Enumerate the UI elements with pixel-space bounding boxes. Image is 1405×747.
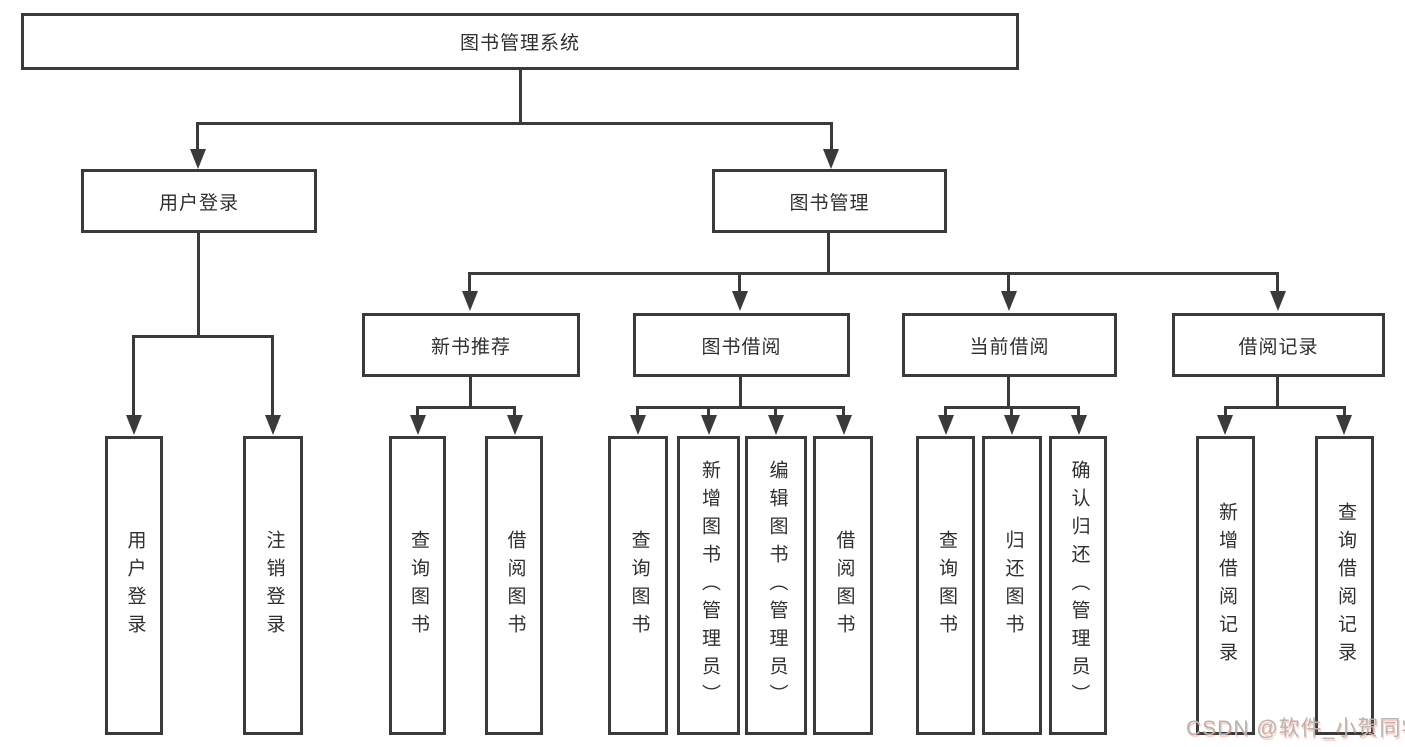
connector-line bbox=[842, 406, 845, 417]
connector-line bbox=[513, 406, 516, 417]
connector-line bbox=[468, 272, 471, 293]
arrow-down-icon bbox=[768, 415, 784, 435]
leaf-newbooks-query-books: 查询图书 bbox=[389, 436, 446, 735]
node-book-management: 图书管理 bbox=[712, 169, 947, 233]
leaf-borrow-add-books-admin-label: 新增图书（管理员） bbox=[698, 459, 720, 712]
connector-line bbox=[469, 377, 472, 408]
arrow-down-icon bbox=[1270, 291, 1286, 311]
arrow-down-icon bbox=[190, 149, 206, 169]
arrow-down-icon bbox=[265, 415, 281, 435]
connector-line bbox=[197, 233, 200, 337]
connector-line bbox=[774, 406, 777, 417]
connector-line bbox=[830, 122, 833, 151]
arrow-down-icon bbox=[1217, 415, 1233, 435]
connector-line bbox=[1224, 406, 1227, 417]
leaf-current-return-books-label: 归还图书 bbox=[1002, 529, 1024, 642]
connector-line bbox=[1224, 406, 1346, 409]
connector-line bbox=[1007, 272, 1010, 293]
node-root-label: 图书管理系统 bbox=[459, 33, 580, 54]
arrow-down-icon bbox=[836, 415, 852, 435]
connector-line bbox=[1343, 406, 1346, 417]
connector-line bbox=[271, 335, 274, 417]
leaf-newbooks-borrow-books: 借阅图书 bbox=[485, 436, 543, 735]
connector-line bbox=[132, 335, 274, 338]
arrow-down-icon bbox=[701, 415, 717, 435]
connector-line bbox=[739, 377, 742, 408]
csdn-watermark: CSDN @软件_小贺同学 bbox=[1186, 717, 1405, 740]
leaf-records-add-record-label: 新增借阅记录 bbox=[1215, 501, 1237, 670]
connector-line bbox=[707, 406, 710, 417]
leaf-records-query-record-label: 查询借阅记录 bbox=[1334, 501, 1356, 670]
leaf-borrow-borrow-books-label: 借阅图书 bbox=[833, 529, 855, 642]
leaf-records-query-record: 查询借阅记录 bbox=[1315, 436, 1374, 735]
connector-line bbox=[738, 272, 741, 293]
connector-line bbox=[1276, 377, 1279, 408]
leaf-borrow-query-books-label: 查询图书 bbox=[628, 529, 650, 642]
connector-line bbox=[468, 272, 1279, 275]
connector-line bbox=[197, 122, 832, 125]
arrow-down-icon bbox=[938, 415, 954, 435]
arrow-down-icon bbox=[1071, 415, 1087, 435]
connector-line bbox=[1010, 406, 1013, 417]
arrow-down-icon bbox=[1336, 415, 1352, 435]
node-book-borrow-label: 图书借阅 bbox=[701, 336, 782, 358]
arrow-down-icon bbox=[732, 291, 748, 311]
leaf-current-return-books: 归还图书 bbox=[982, 436, 1042, 735]
node-current-borrow-label: 当前借阅 bbox=[969, 336, 1050, 358]
arrow-down-icon bbox=[823, 149, 839, 169]
leaf-user-login-label: 用户登录 bbox=[124, 529, 146, 642]
arrow-down-icon bbox=[507, 415, 523, 435]
connector-line bbox=[196, 122, 199, 151]
connector-line bbox=[416, 406, 419, 417]
leaf-logout-label: 注销登录 bbox=[263, 529, 285, 642]
node-borrow-records: 借阅记录 bbox=[1172, 313, 1385, 377]
leaf-borrow-query-books: 查询图书 bbox=[608, 436, 668, 735]
connector-line bbox=[1276, 272, 1279, 293]
arrow-down-icon bbox=[1001, 291, 1017, 311]
leaf-borrow-edit-books-admin-label: 编辑图书（管理员） bbox=[766, 459, 788, 712]
leaf-current-confirm-return-admin-label: 确认归还（管理员） bbox=[1068, 459, 1090, 712]
node-user-login: 用户登录 bbox=[81, 169, 317, 233]
connector-line bbox=[1077, 406, 1080, 417]
arrow-down-icon bbox=[630, 415, 646, 435]
connector-line bbox=[827, 233, 830, 274]
leaf-borrow-borrow-books: 借阅图书 bbox=[813, 436, 873, 735]
node-book-borrow: 图书借阅 bbox=[633, 313, 850, 377]
node-root: 图书管理系统 bbox=[21, 13, 1019, 70]
leaf-borrow-edit-books-admin: 编辑图书（管理员） bbox=[745, 436, 807, 735]
connector-line bbox=[416, 406, 516, 409]
node-new-book-recommend: 新书推荐 bbox=[362, 313, 580, 377]
leaf-current-query-books-label: 查询图书 bbox=[935, 529, 957, 642]
arrow-down-icon bbox=[462, 291, 478, 311]
leaf-records-add-record: 新增借阅记录 bbox=[1196, 436, 1255, 735]
node-new-book-recommend-label: 新书推荐 bbox=[430, 336, 511, 358]
arrow-down-icon bbox=[410, 415, 426, 435]
connector-line bbox=[519, 70, 522, 124]
leaf-user-login: 用户登录 bbox=[105, 436, 163, 735]
connector-line bbox=[132, 335, 135, 417]
leaf-current-query-books: 查询图书 bbox=[916, 436, 975, 735]
arrow-down-icon bbox=[1004, 415, 1020, 435]
leaf-newbooks-query-books-label: 查询图书 bbox=[407, 529, 429, 642]
connector-line bbox=[944, 406, 947, 417]
leaf-borrow-add-books-admin: 新增图书（管理员） bbox=[677, 436, 740, 735]
node-book-management-label: 图书管理 bbox=[789, 192, 870, 214]
connector-line bbox=[636, 406, 639, 417]
node-user-login-label: 用户登录 bbox=[158, 192, 239, 214]
leaf-logout: 注销登录 bbox=[243, 436, 303, 735]
leaf-newbooks-borrow-books-label: 借阅图书 bbox=[504, 529, 526, 642]
arrow-down-icon bbox=[126, 415, 142, 435]
node-current-borrow: 当前借阅 bbox=[902, 313, 1117, 377]
connector-line bbox=[1007, 377, 1010, 408]
leaf-current-confirm-return-admin: 确认归还（管理员） bbox=[1049, 436, 1107, 735]
node-borrow-records-label: 借阅记录 bbox=[1238, 336, 1319, 358]
connector-line bbox=[636, 406, 845, 409]
